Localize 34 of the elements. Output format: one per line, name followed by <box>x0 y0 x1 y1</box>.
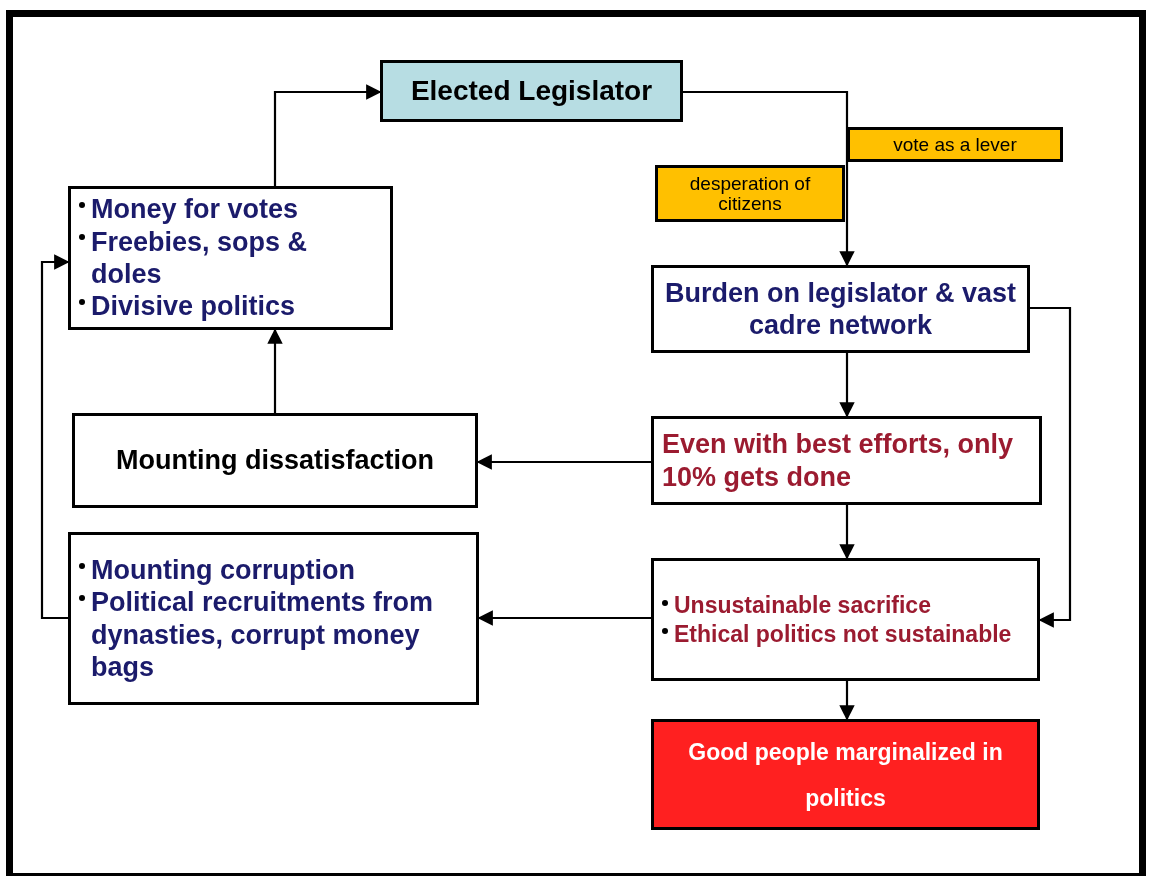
bullet-text: Ethical politics not sustainable <box>674 619 1012 649</box>
process-box <box>380 60 683 122</box>
process-box <box>68 186 393 330</box>
process-box <box>651 558 1040 681</box>
box-text: Burden on legislator & vast cadre network <box>663 276 1018 342</box>
box-text: Mounting dissatisfaction <box>115 444 435 478</box>
arrow <box>273 84 382 186</box>
box-text: Even with best efforts, only 10% gets done <box>662 428 1015 493</box>
arrow <box>839 505 855 560</box>
note-box <box>847 127 1063 162</box>
arrow <box>683 90 855 267</box>
bullet-text: Political recruitments from dynasties, corrupt money bags <box>91 586 435 684</box>
arrow <box>839 681 855 721</box>
box-text: Good people marginalized in politics <box>687 737 1004 813</box>
outcome-box <box>651 719 1040 830</box>
process-box <box>651 416 1042 505</box>
arrow <box>476 454 651 470</box>
arrow <box>477 610 651 626</box>
box-text: Elected Legislator <box>409 74 654 108</box>
note-box <box>655 165 845 222</box>
process-box <box>72 413 478 508</box>
box-text: desperation of citizens <box>688 173 812 214</box>
bullet-text: Divisive politics <box>91 290 296 323</box>
process-box <box>68 532 479 705</box>
bullet-text: Money for votes <box>91 193 299 226</box>
arrow <box>40 254 70 620</box>
arrow <box>267 328 283 413</box>
arrow <box>839 353 855 418</box>
bullet-text: Unsustainable sacrifice <box>674 590 931 620</box>
bullet-text: Mounting corruption <box>91 553 355 587</box>
process-box <box>651 265 1030 353</box>
box-text: vote as a lever <box>892 132 1018 157</box>
arrow <box>1030 306 1072 628</box>
bullet-text: Freebies, sops & doles <box>91 225 309 291</box>
